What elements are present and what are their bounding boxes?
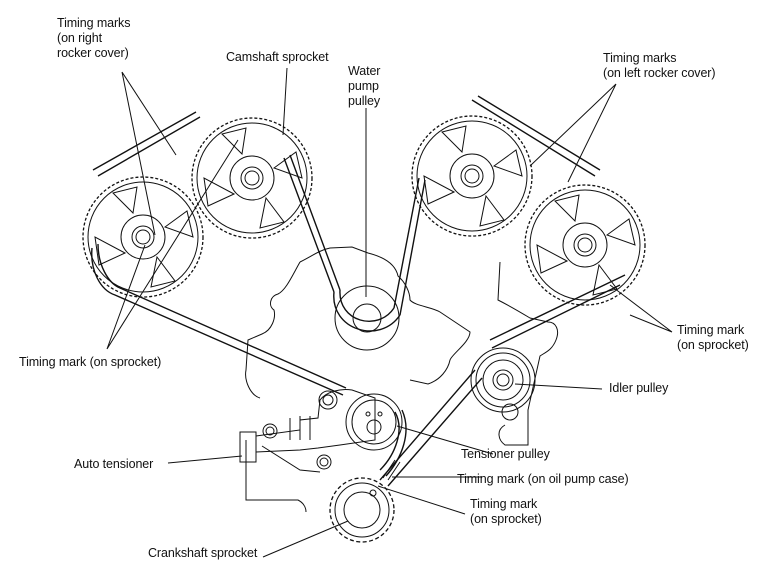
oil-pump-timing-mark [382, 459, 401, 481]
cam-sprocket-left-outer [524, 184, 646, 306]
label-timing-mark-sprocket-left: Timing mark (on sprocket) [19, 355, 162, 369]
label-idler-pulley: Idler pulley [609, 381, 669, 395]
cam-sprocket-right-outer [82, 176, 204, 298]
auto-tensioner-assembly [239, 389, 376, 473]
engine-block-lower-left [245, 440, 307, 513]
label-timing-mark-sprocket-right: Timing mark (on sprocket) [677, 323, 749, 352]
label-auto-tensioner: Auto tensioner [74, 457, 154, 471]
label-timing-mark-crank-sprocket: Timing mark (on sprocket) [470, 497, 542, 526]
label-timing-marks-left-cover: Timing marks (on left rocker cover) [603, 51, 716, 80]
idler-pulley [470, 347, 536, 421]
label-tensioner-pulley: Tensioner pulley [461, 447, 550, 461]
cam-sprocket-right-inner [191, 117, 313, 239]
label-timing-marks-right-cover: Timing marks (on right rocker cover) [57, 16, 131, 60]
timing-belt [91, 95, 626, 487]
leader-lines [106, 67, 673, 558]
tensioner-pulley [345, 393, 403, 451]
cam-sprocket-left-inner [411, 115, 533, 237]
engine-block-right [497, 261, 559, 446]
engine-block-outline [245, 246, 471, 399]
label-crankshaft-sprocket: Crankshaft sprocket [148, 546, 258, 560]
crankshaft-sprocket [329, 477, 395, 543]
label-camshaft-sprocket: Camshaft sprocket [226, 50, 329, 64]
label-water-pump-pulley: Water pump pulley [348, 64, 381, 108]
label-timing-mark-oil-pump: Timing mark (on oil pump case) [457, 472, 629, 486]
water-pump-pulley [334, 285, 400, 351]
